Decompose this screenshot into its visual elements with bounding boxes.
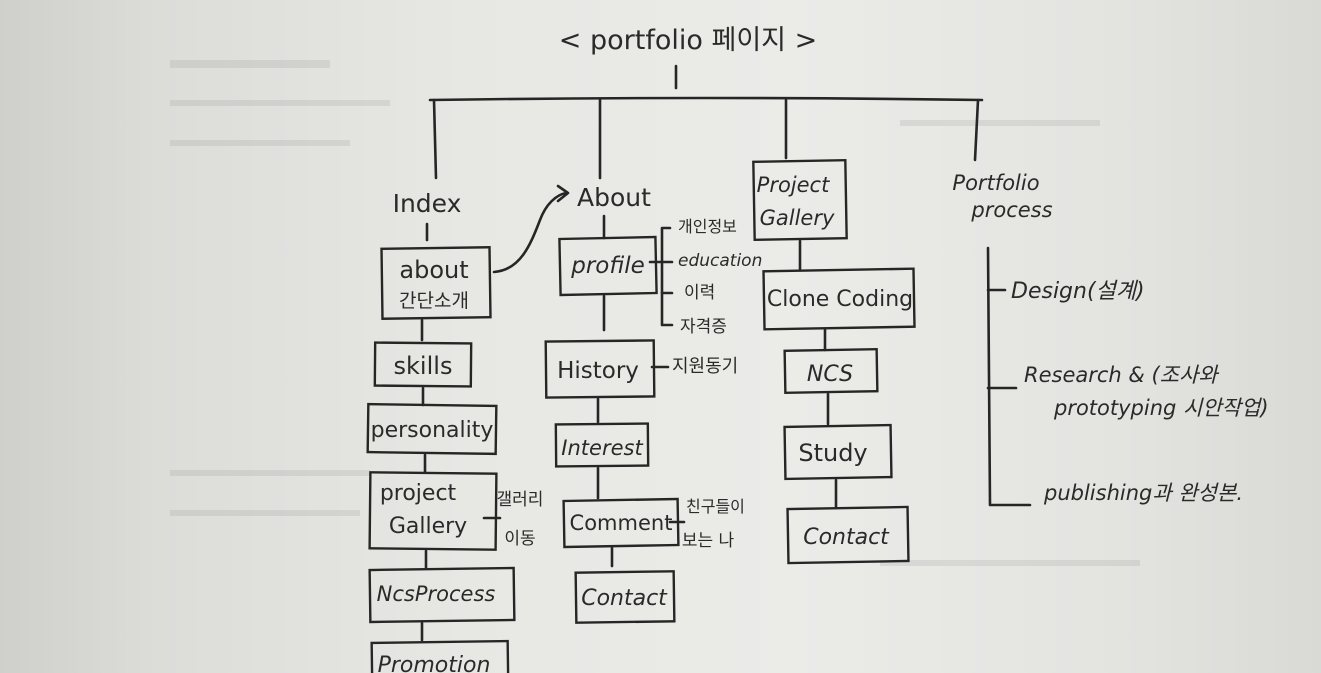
gallery-contact-box-label: Contact	[803, 525, 890, 550]
skills-box	[373, 341, 473, 388]
page-title: < portfolio 페이지 >	[559, 25, 817, 56]
gallery-contact-box	[786, 505, 910, 565]
profile-item-3: 이력	[684, 283, 715, 303]
history-box	[544, 339, 656, 399]
column-index: Index about 간단소개 skills personality proj…	[366, 184, 570, 673]
about-contact-box	[574, 570, 676, 624]
promotion-box	[370, 639, 510, 673]
column-project-gallery: Project Gallery Clone Coding NCS Study C…	[752, 158, 916, 565]
project-gallery-box-line2: Gallery	[389, 514, 467, 539]
ncsprocess-box	[368, 566, 516, 624]
project-gallery-header-box	[752, 158, 848, 242]
profile-item-1: 개인정보	[678, 217, 737, 236]
process-item-2-line2: prototyping 시안작업)	[1053, 396, 1269, 420]
clone-coding-box-label: Clone Coding	[767, 287, 913, 312]
gallery-note-line2: 이동	[504, 529, 535, 549]
portfolio-process-label-line2: process	[970, 198, 1052, 222]
about-box-line2: 간단소개	[399, 290, 469, 312]
process-item-1: Design(설계)	[1011, 279, 1145, 304]
interest-box-label: Interest	[561, 436, 643, 460]
profile-item-4: 자격증	[680, 317, 727, 337]
project-gallery-label-line2: Gallery	[760, 206, 835, 230]
profile-item-2: education	[678, 251, 762, 271]
interest-box	[554, 422, 650, 468]
column-portfolio-process: Portfolio process Design(설계) Research & …	[952, 171, 1269, 507]
history-box-label: History	[557, 358, 639, 384]
personality-box	[366, 402, 498, 456]
ncs-box	[783, 347, 879, 395]
skills-box-label: skills	[394, 352, 453, 380]
portfolio-process-label-line1: Portfolio	[952, 171, 1039, 195]
comment-box-label: Comment	[570, 511, 673, 535]
gallery-note-line1: 갤러리	[497, 490, 544, 510]
background-texture	[170, 60, 1140, 566]
ncsprocess-box-label: NcsProcess	[377, 582, 496, 606]
project-gallery-label-line1: Project	[757, 173, 830, 197]
profile-box	[558, 235, 658, 297]
promotion-box-label: Promotion	[378, 653, 491, 673]
profile-box-label: profile	[570, 253, 645, 279]
ncs-box-label: NCS	[807, 362, 853, 387]
personality-box-label: personality	[371, 418, 494, 443]
comment-note-line2: 보는 나	[682, 531, 735, 551]
process-item-2-line1: Research & (조사와	[1024, 363, 1220, 387]
clone-coding-box	[762, 267, 916, 331]
about-box-line1: about	[399, 256, 468, 284]
project-gallery-box	[368, 471, 498, 551]
project-gallery-box-line1: project	[380, 481, 457, 506]
tree-connectors	[428, 64, 984, 180]
about-label: About	[577, 183, 651, 212]
about-box	[380, 246, 492, 320]
study-box-label: Study	[798, 439, 867, 467]
study-box	[783, 423, 893, 481]
index-label: Index	[393, 189, 462, 218]
comment-note-line1: 친구들이	[686, 497, 745, 516]
about-contact-box-label: Contact	[581, 586, 668, 611]
process-item-3: publishing과 완성본.	[1043, 481, 1243, 505]
history-note: 지원동기	[672, 356, 738, 377]
column-about: About profile 개인정보 education 이력 자격증 Hist…	[544, 183, 762, 624]
